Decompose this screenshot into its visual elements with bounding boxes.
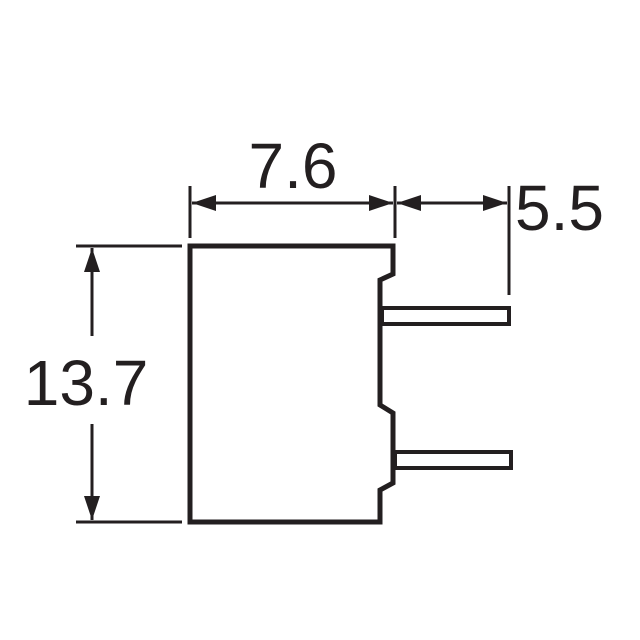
component-body-outline [187,243,396,525]
dimension-label-pin-length: 5.5 [515,172,604,244]
pin-upper [380,306,511,326]
pin-lower [393,450,513,470]
dimension-label-width: 7.6 [249,130,338,202]
dimension-label-height: 13.7 [24,347,149,419]
